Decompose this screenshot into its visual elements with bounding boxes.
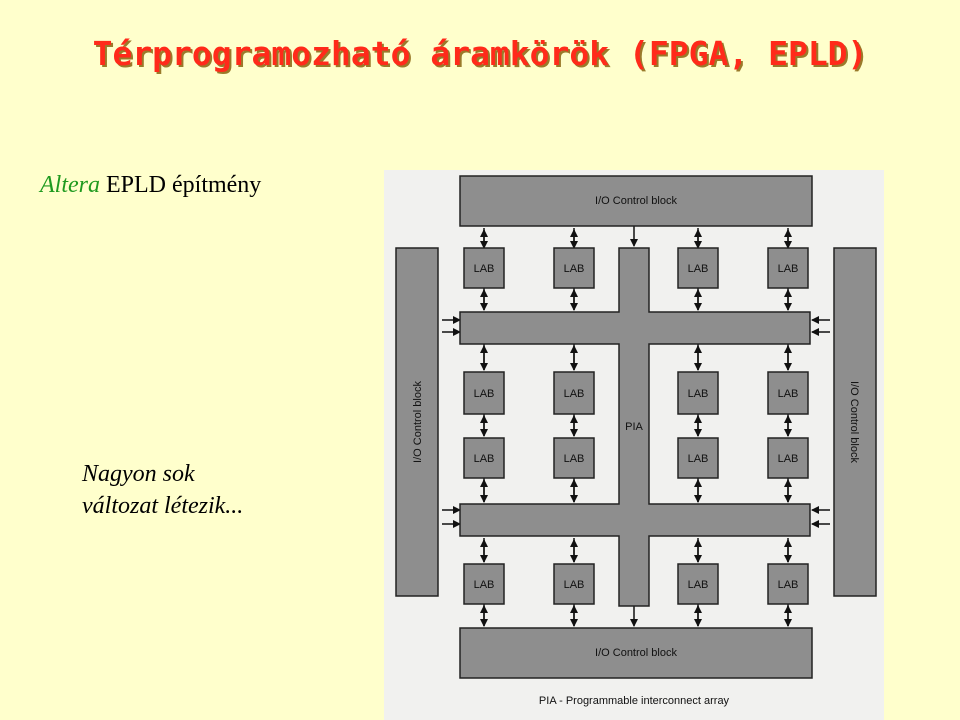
lab-block xyxy=(767,563,809,605)
lab-label: LAB xyxy=(688,579,709,591)
lab-block xyxy=(553,563,595,605)
note-line-2: változat létezik... xyxy=(82,493,244,519)
lab-block xyxy=(463,247,505,289)
lab-blocks xyxy=(463,247,809,605)
io-left-label: I/O Control block xyxy=(412,381,424,463)
io-control-block-right xyxy=(833,247,877,597)
lab-block xyxy=(553,247,595,289)
lab-label: LAB xyxy=(778,263,799,275)
lab-label: LAB xyxy=(688,263,709,275)
lab-label: LAB xyxy=(778,579,799,591)
lab-block xyxy=(553,437,595,479)
lab-label: LAB xyxy=(688,453,709,465)
lab-block xyxy=(767,247,809,289)
io-control-block-left xyxy=(395,247,439,597)
lab-block xyxy=(553,371,595,415)
lab-block xyxy=(677,247,719,289)
lab-block xyxy=(463,371,505,415)
architecture-diagram: I/O Control block I/O Control block I/O … xyxy=(395,175,877,707)
lab-label: LAB xyxy=(474,263,495,275)
io-top-label: I/O Control block xyxy=(595,195,677,207)
slide-note: Nagyon sok változat létezik... xyxy=(82,458,243,522)
lab-block xyxy=(463,563,505,605)
lab-label: LAB xyxy=(564,453,585,465)
io-bottom-label: I/O Control block xyxy=(595,647,677,659)
note-line-1: Nagyon sok xyxy=(82,461,195,487)
lab-block xyxy=(677,563,719,605)
pia-label: PIA xyxy=(625,421,643,433)
diagram-labels: I/O Control block I/O Control block I/O … xyxy=(412,195,860,707)
slide-title: Térprogramozható áramkörök (FPGA, EPLD) xyxy=(92,34,868,73)
lab-label: LAB xyxy=(564,388,585,400)
lab-label: LAB xyxy=(778,453,799,465)
lab-label: LAB xyxy=(564,579,585,591)
lab-label: LAB xyxy=(474,388,495,400)
lab-block xyxy=(767,371,809,415)
pia-interconnect xyxy=(459,247,811,607)
lab-block xyxy=(463,437,505,479)
diagram-caption: PIA - Programmable interconnect array xyxy=(539,695,730,707)
lab-block xyxy=(677,371,719,415)
epld-architecture-figure: I/O Control block I/O Control block I/O … xyxy=(384,170,884,720)
io-control-block-bottom xyxy=(459,627,813,679)
subtitle-text: EPLD építmény xyxy=(100,172,262,198)
io-right-label: I/O Control block xyxy=(848,381,860,463)
lab-label: LAB xyxy=(474,453,495,465)
io-control-block-top xyxy=(459,175,813,227)
lab-label: LAB xyxy=(564,263,585,275)
lab-label: LAB xyxy=(778,388,799,400)
brand-name: Altera xyxy=(40,172,100,198)
lab-label: LAB xyxy=(688,388,709,400)
block-shapes xyxy=(395,175,877,679)
lab-label: LAB xyxy=(474,579,495,591)
lab-block xyxy=(767,437,809,479)
slide-subtitle: Altera EPLD építmény xyxy=(40,172,261,199)
lab-block xyxy=(677,437,719,479)
